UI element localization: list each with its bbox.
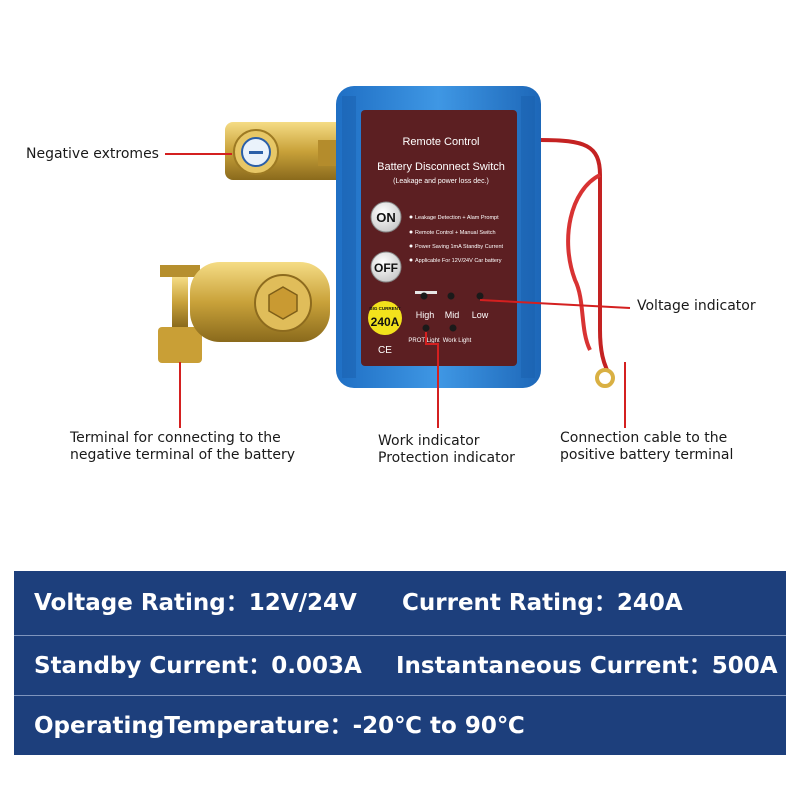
spec-row: Standby Current：0.003A Instantaneous Cur… — [14, 635, 786, 696]
svg-text:OFF: OFF — [374, 261, 398, 275]
prot-light-label: PROT Light — [408, 338, 440, 344]
spec-row: Voltage Rating：12V/24V Current Rating：24… — [14, 573, 786, 633]
ring-terminal — [595, 368, 615, 388]
feature-item: Applicable For 12V/24V Car battery — [415, 258, 502, 264]
led-prot — [422, 324, 430, 332]
callout-text: Work indicator — [378, 433, 480, 449]
level-low-label: Low — [472, 310, 489, 320]
feature-bullet — [409, 258, 413, 262]
front-panel — [361, 110, 517, 366]
current-badge: BIG CURRENT 240A — [368, 301, 402, 335]
callout-text: Terminal for connecting to the — [70, 430, 281, 446]
callout-text: Connection cable to the — [560, 430, 728, 446]
callout-text: Protection indicator — [378, 450, 515, 466]
led-low — [476, 292, 484, 300]
spec-current-rating: Current Rating：240A — [402, 590, 683, 616]
callout-line-voltage — [479, 299, 631, 309]
label-terminal: Terminal for connecting to the negative … — [70, 430, 295, 464]
label-negative-extremes: Negative extromes — [26, 146, 159, 163]
spec-standby-current: Standby Current：0.003A — [34, 653, 362, 679]
feature-item: Leakage Detection + Alam Prompt — [415, 215, 499, 221]
spec-instantaneous-current: Instantaneous Current：500A — [396, 653, 778, 679]
spec-row: OperatingTemperature：-20℃ to 90℃ — [14, 695, 786, 756]
callout-text: positive battery terminal — [560, 447, 734, 463]
work-light-label: Work Light — [443, 338, 472, 344]
panel-title: Remote Control — [402, 136, 479, 148]
feature-bullet — [409, 244, 413, 248]
positive-cable-loop — [566, 173, 601, 351]
ce-mark: CE — [378, 345, 392, 356]
callout-text: Voltage indicator — [637, 298, 756, 314]
spec-operating-temperature: OperatingTemperature：-20℃ to 90℃ — [34, 713, 525, 739]
feature-item: Remote Control + Manual Switch — [415, 230, 496, 236]
label-connection-cable: Connection cable to the positive battery… — [560, 430, 733, 464]
off-button[interactable]: OFF — [370, 251, 402, 283]
negative-terminal-top — [225, 122, 345, 180]
led-mid — [447, 292, 455, 300]
feature-bullet — [409, 215, 413, 219]
svg-text:240A: 240A — [371, 315, 400, 329]
led-bar — [415, 291, 437, 294]
svg-text:BIG CURRENT: BIG CURRENT — [369, 306, 401, 311]
led-work — [449, 324, 457, 332]
label-work-indicator: Work indicator Protection indicator — [378, 433, 515, 467]
callout-text: negative terminal of the battery — [70, 447, 296, 463]
level-high-label: High — [416, 310, 435, 320]
panel-tagline: (Leakage and power loss dec.) — [393, 178, 489, 185]
feature-bullet — [409, 230, 413, 234]
panel-subtitle: Battery Disconnect Switch — [377, 161, 505, 173]
spec-panel: Voltage Rating：12V/24V Current Rating：24… — [14, 571, 786, 755]
svg-text:ON: ON — [376, 210, 396, 225]
label-voltage-indicator: Voltage indicator — [637, 298, 756, 315]
negative-clamp-terminal — [158, 262, 330, 363]
led-high — [420, 292, 428, 300]
spec-voltage-rating: Voltage Rating：12V/24V — [34, 590, 357, 616]
callout-line-work — [425, 332, 439, 428]
level-mid-label: Mid — [445, 310, 460, 320]
callout-text: Negative extromes — [26, 146, 159, 162]
positive-cable — [539, 138, 609, 371]
battery-switch-illustration: Remote Control Battery Disconnect Switch… — [158, 86, 631, 428]
feature-item: Power Saving 1mA Standby Current — [415, 244, 504, 250]
on-button[interactable]: ON — [370, 201, 402, 233]
